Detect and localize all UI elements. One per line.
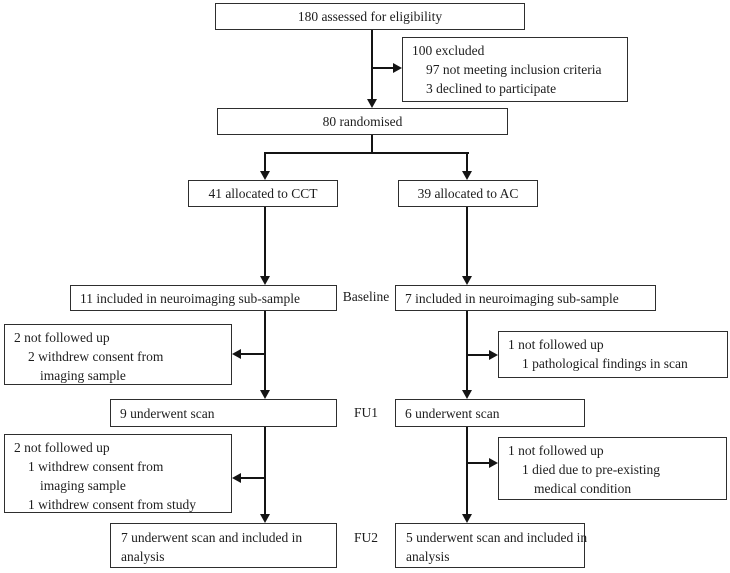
arrowhead-right-dropout1-ac bbox=[489, 350, 498, 360]
arrowhead-down-fu2-ac bbox=[462, 514, 472, 523]
arrowhead-down-fu2-cct bbox=[260, 514, 270, 523]
eligibility-text: 180 assessed for eligibility bbox=[297, 9, 443, 24]
fu1-ac-box: 6 underwent scan bbox=[395, 399, 585, 427]
arrowhead-down-baseline-cct bbox=[260, 276, 270, 285]
connector-eligibility-randomised bbox=[371, 29, 373, 100]
excluded-line: 97 not meeting inclusion criteria bbox=[426, 62, 602, 77]
dropout-fu1-ac-box: 1 not followed up 1 died due to pre-exis… bbox=[498, 437, 727, 500]
arrowhead-left-dropout1-cct bbox=[232, 349, 241, 359]
baseline-label-text: Baseline bbox=[342, 289, 390, 304]
fu2-cct-line: analysis bbox=[121, 549, 165, 564]
stage-label-fu1: FU1 bbox=[337, 399, 395, 427]
fu2-ac-box: 5 underwent scan and included in analysi… bbox=[395, 523, 588, 568]
connector-fu1-fu2-ac bbox=[466, 427, 468, 515]
dropout-line: 2 not followed up bbox=[14, 440, 110, 455]
dropout-line: 1 withdrew consent from study bbox=[28, 497, 196, 512]
excluded-line: 3 declined to participate bbox=[426, 81, 557, 96]
dropout-line: 1 pathological findings in scan bbox=[522, 356, 688, 371]
allocation-cct-box: 41 allocated to CCT bbox=[188, 180, 338, 207]
dropout-line: 1 not followed up bbox=[508, 443, 604, 458]
arrowhead-down-alloc-ac bbox=[462, 171, 472, 180]
connector-fu1-fu2-cct bbox=[264, 427, 266, 515]
excluded-line: 100 excluded bbox=[412, 43, 485, 58]
stage-label-fu2: FU2 bbox=[337, 523, 395, 553]
fu1-cct-text: 9 underwent scan bbox=[120, 405, 215, 421]
fu1-label-text: FU1 bbox=[353, 405, 378, 420]
connector-alloc-baseline-cct bbox=[264, 207, 266, 277]
dropout-fu1-cct-box: 2 not followed up 1 withdrew consent fro… bbox=[4, 434, 232, 513]
dropout-line: 2 withdrew consent from bbox=[28, 349, 164, 364]
arrowhead-down-fu1-cct bbox=[260, 390, 270, 399]
connector-alloc-baseline-ac bbox=[466, 207, 468, 277]
baseline-cct-box: 11 included in neuroimaging sub-sample bbox=[70, 285, 337, 311]
randomised-box: 80 randomised bbox=[217, 108, 508, 135]
fu1-ac-text: 6 underwent scan bbox=[405, 405, 500, 421]
dropout-line: 2 not followed up bbox=[14, 330, 110, 345]
arrowhead-right-excluded bbox=[393, 63, 402, 73]
fu2-label-text: FU2 bbox=[353, 530, 378, 545]
fu1-cct-box: 9 underwent scan bbox=[110, 399, 337, 427]
allocation-cct-text: 41 allocated to CCT bbox=[208, 186, 318, 201]
arrowhead-down-randomised bbox=[367, 99, 377, 108]
allocation-ac-text: 39 allocated to AC bbox=[417, 186, 519, 201]
fu2-cct-line: 7 underwent scan and included in bbox=[121, 530, 303, 545]
connector-randomised-stub bbox=[371, 135, 373, 154]
arrowhead-down-baseline-ac bbox=[462, 276, 472, 285]
baseline-cct-text: 11 included in neuroimaging sub-sample bbox=[80, 290, 300, 306]
fu2-ac-line: 5 underwent scan and included in bbox=[406, 530, 588, 545]
eligibility-box: 180 assessed for eligibility bbox=[215, 3, 525, 30]
dropout-baseline-ac-box: 1 not followed up 1 pathological finding… bbox=[498, 331, 728, 378]
dropout-line: 1 withdrew consent from bbox=[28, 459, 164, 474]
connector-baseline-fu1-cct bbox=[264, 311, 266, 391]
allocation-ac-box: 39 allocated to AC bbox=[398, 180, 538, 207]
connector-split-left bbox=[264, 152, 266, 172]
randomised-text: 80 randomised bbox=[322, 114, 403, 129]
connector-split-right bbox=[466, 152, 468, 172]
connector-excluded-branch bbox=[371, 67, 393, 69]
arrowhead-down-alloc-cct bbox=[260, 171, 270, 180]
dropout-line: 1 not followed up bbox=[508, 337, 604, 352]
connector-baseline-fu1-ac bbox=[466, 311, 468, 391]
stage-label-baseline: Baseline bbox=[337, 284, 395, 310]
connector-split-horizontal bbox=[264, 152, 469, 154]
fu2-ac-line: analysis bbox=[406, 549, 450, 564]
connector-dropout1-cct-branch bbox=[241, 353, 265, 355]
connector-dropout2-cct-branch bbox=[241, 477, 265, 479]
dropout-line: imaging sample bbox=[40, 368, 126, 383]
baseline-ac-text: 7 included in neuroimaging sub-sample bbox=[405, 290, 619, 306]
dropout-line: 1 died due to pre-existing bbox=[522, 462, 660, 477]
arrowhead-left-dropout2-cct bbox=[232, 473, 241, 483]
connector-dropout2-ac-branch bbox=[466, 462, 490, 464]
dropout-line: imaging sample bbox=[40, 478, 126, 493]
connector-dropout1-ac-branch bbox=[466, 354, 490, 356]
excluded-box: 100 excluded 97 not meeting inclusion cr… bbox=[402, 37, 628, 102]
baseline-ac-box: 7 included in neuroimaging sub-sample bbox=[395, 285, 656, 311]
dropout-line: medical condition bbox=[534, 481, 632, 496]
arrowhead-right-dropout2-ac bbox=[489, 458, 498, 468]
dropout-baseline-cct-box: 2 not followed up 2 withdrew consent fro… bbox=[4, 324, 232, 385]
fu2-cct-box: 7 underwent scan and included in analysi… bbox=[110, 523, 337, 568]
arrowhead-down-fu1-ac bbox=[462, 390, 472, 399]
